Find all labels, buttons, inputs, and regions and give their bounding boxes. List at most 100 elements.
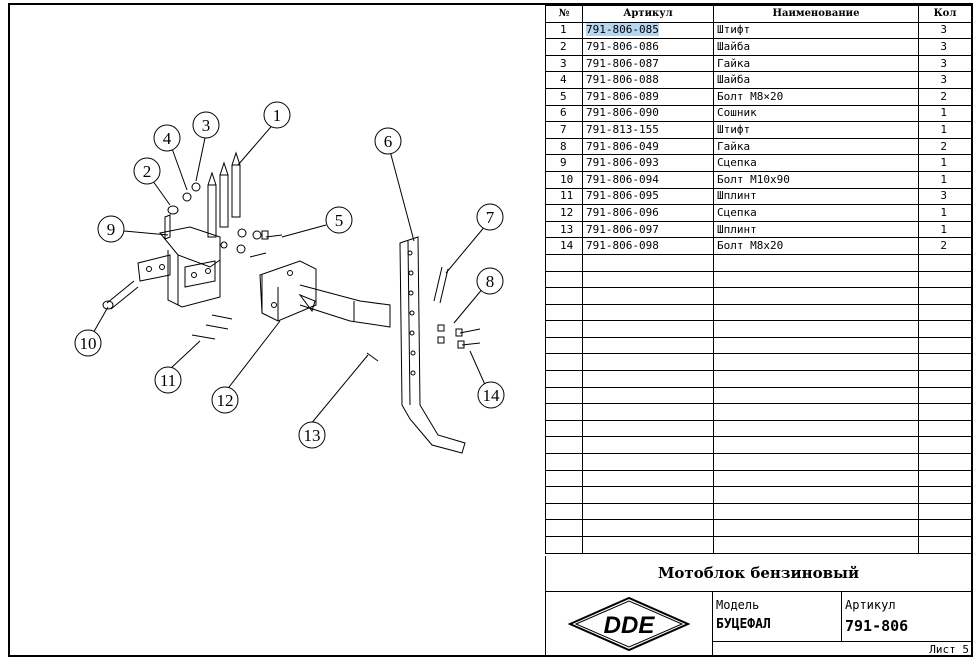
cell-name[interactable]: Шайба (713, 71, 919, 89)
cell-num[interactable]: 14 (545, 237, 583, 255)
cell-qty[interactable]: 1 (918, 121, 972, 139)
cell-name[interactable]: Гайка (713, 54, 919, 73)
empty-cell (713, 519, 919, 537)
cell-qty[interactable]: 2 (918, 87, 972, 106)
cell-num[interactable]: 1 (545, 21, 583, 40)
cell-num[interactable]: 6 (545, 104, 583, 123)
column-header-qty: Кол (918, 5, 972, 23)
cell-article[interactable]: 791-806-086 (582, 38, 714, 56)
callout-number: 8 (486, 272, 495, 291)
empty-table-row (545, 320, 972, 338)
cell-qty[interactable]: 2 (918, 137, 972, 156)
cell-article[interactable]: 791-806-087 (582, 54, 714, 73)
cell-name[interactable]: Шайба (713, 38, 919, 56)
cell-name[interactable]: Штифт (713, 121, 919, 139)
article-text: 791-806-090 (586, 106, 659, 120)
cell-num[interactable]: 5 (545, 87, 583, 106)
empty-cell (545, 403, 583, 421)
cell-article[interactable]: 791-806-097 (582, 220, 714, 239)
cell-article[interactable]: 791-806-098 (582, 237, 714, 255)
num-text: 13 (560, 222, 574, 236)
cell-num[interactable]: 13 (545, 220, 583, 239)
cell-name[interactable]: Сцепка (713, 204, 919, 222)
cell-qty[interactable]: 1 (918, 220, 972, 239)
cell-article[interactable]: 791-806-096 (582, 204, 714, 222)
cell-qty[interactable]: 3 (918, 21, 972, 40)
cell-num[interactable]: 8 (545, 137, 583, 156)
article-text: 791-806-049 (586, 139, 659, 153)
empty-cell (918, 353, 972, 372)
cell-qty[interactable]: 3 (918, 38, 972, 56)
callout-number: 2 (143, 162, 152, 181)
cell-num[interactable]: 12 (545, 204, 583, 222)
cell-num[interactable]: 7 (545, 121, 583, 139)
callout-number: 14 (483, 386, 501, 405)
cell-article[interactable]: 791-806-085 (582, 21, 714, 40)
name-text: Гайка (717, 139, 751, 153)
model-cell: Модель БУЦЕФАЛ (713, 592, 842, 642)
empty-cell (713, 336, 919, 355)
empty-cell (918, 386, 972, 405)
cell-name[interactable]: Болт М8×20 (713, 87, 919, 106)
callout-number: 6 (384, 132, 393, 151)
cell-qty[interactable]: 2 (918, 237, 972, 255)
empty-cell (713, 270, 919, 289)
empty-cell (713, 303, 919, 322)
cell-qty[interactable]: 3 (918, 187, 972, 206)
cell-article[interactable]: 791-806-090 (582, 104, 714, 123)
cell-qty[interactable]: 3 (918, 54, 972, 73)
cell-article[interactable]: 791-813-155 (582, 121, 714, 139)
cell-num[interactable]: 11 (545, 187, 583, 206)
cell-qty[interactable]: 1 (918, 204, 972, 222)
empty-cell (713, 386, 919, 405)
cell-qty[interactable]: 1 (918, 154, 972, 172)
cell-name[interactable]: Болт М10x90 (713, 170, 919, 189)
cell-article[interactable]: 791-806-049 (582, 137, 714, 156)
cell-name[interactable]: Штифт (713, 21, 919, 40)
callout-circle (298, 421, 326, 449)
callout-circle (97, 215, 125, 243)
empty-cell (918, 336, 972, 355)
cell-qty[interactable]: 3 (918, 71, 972, 89)
cell-article[interactable]: 791-806-089 (582, 87, 714, 106)
cell-num[interactable]: 10 (545, 170, 583, 189)
cell-num[interactable]: 4 (545, 71, 583, 89)
cell-article[interactable]: 791-806-093 (582, 154, 714, 172)
num-text: 14 (560, 239, 574, 253)
empty-cell (545, 453, 583, 471)
cell-name[interactable]: Шплинт (713, 220, 919, 239)
cell-name[interactable]: Шплинт (713, 187, 919, 206)
name-text: Сцепка (717, 156, 757, 170)
cell-num[interactable]: 9 (545, 154, 583, 172)
cell-article[interactable]: 791-806-095 (582, 187, 714, 206)
cell-article[interactable]: 791-806-088 (582, 71, 714, 89)
cell-name[interactable]: Сцепка (713, 154, 919, 172)
cell-num[interactable]: 2 (545, 38, 583, 56)
qty-text: 3 (940, 39, 947, 53)
name-text: Шплинт (717, 189, 757, 203)
empty-table-row (545, 486, 972, 504)
cell-qty[interactable]: 1 (918, 170, 972, 189)
cell-num[interactable]: 3 (545, 54, 583, 73)
cell-name[interactable]: Гайка (713, 137, 919, 156)
cell-name[interactable]: Болт М8x20 (713, 237, 919, 255)
article-text: 791-806-085 (586, 23, 659, 37)
cell-qty[interactable]: 1 (918, 104, 972, 123)
name-text: Штифт (717, 23, 751, 37)
cell-article[interactable]: 791-806-094 (582, 170, 714, 189)
cell-name[interactable]: Сошник (713, 104, 919, 123)
